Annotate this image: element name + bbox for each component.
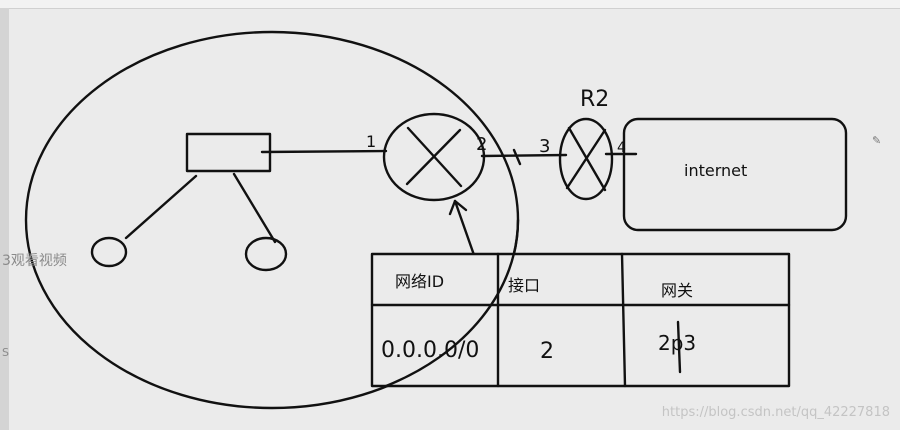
link-switch-host-b [232, 172, 277, 244]
switch-box [185, 132, 272, 173]
router-2 [558, 117, 614, 201]
link-router1-router2 [480, 153, 568, 158]
port-4-label: 4 [617, 140, 626, 156]
left-edge [0, 8, 9, 430]
table-cell-interface: 2 [540, 339, 554, 364]
watermark: https://blog.csdn.net/qq_42227818 [661, 405, 890, 420]
router-2-label: R2 [580, 87, 609, 112]
host-b [244, 236, 288, 272]
network-boundary-overlap [384, 218, 520, 388]
host-a [90, 236, 128, 268]
link-switch-host-a [124, 174, 198, 240]
table-col-divider-2 [620, 252, 627, 388]
router-1-cross-b [405, 128, 462, 186]
internet-box [622, 117, 848, 232]
table-header-interface: 接口 [508, 276, 540, 295]
port-1-label: 1 [366, 132, 376, 151]
pencil-icon[interactable]: ✎ [872, 134, 882, 147]
arrow-shaft [453, 199, 476, 257]
arrow-head [448, 199, 468, 216]
table-header-gateway: 网关 [661, 281, 693, 300]
port-2-label: 2 [476, 134, 487, 155]
internet-label: internet [684, 161, 747, 180]
port-tick-2 [512, 148, 522, 166]
routing-table [370, 252, 791, 388]
top-toolbar [0, 0, 900, 9]
sidebar-label-primary: 3观看视频 [2, 253, 67, 269]
table-cell-network-id: 0.0.0.0/0 [381, 338, 479, 363]
link-switch-router1 [260, 149, 388, 154]
gateway-scribble [676, 320, 682, 374]
router-2-cross-b [565, 128, 607, 190]
table-cell-gateway: 2p3 [658, 331, 696, 355]
port-3-label: 3 [539, 136, 550, 157]
sidebar-label-secondary: S [2, 346, 9, 359]
table-header-network-id: 网络ID [395, 272, 444, 291]
